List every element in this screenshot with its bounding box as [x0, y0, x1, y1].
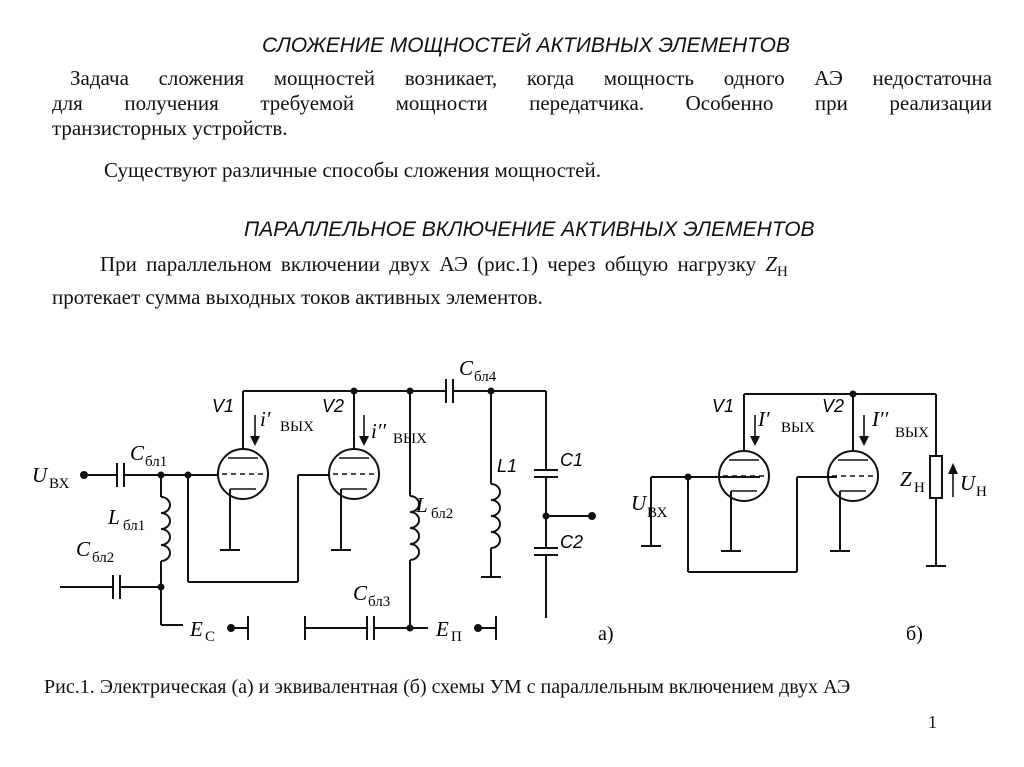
subsection-heading: ПАРАЛЛЕЛЬНОЕ ВКЛЮЧЕНИЕ АКТИВНЫХ ЭЛЕМЕНТО…: [244, 218, 815, 241]
l1-inductor: [490, 483, 501, 549]
svg-text:П: П: [451, 629, 462, 645]
svg-text:C: C: [459, 356, 474, 380]
svg-text:i′′: i′′: [371, 419, 386, 443]
svg-text:i′: i′: [260, 407, 271, 431]
svg-text:I′: I′: [757, 407, 770, 431]
diagram-b-label: б): [906, 623, 923, 645]
tube-v2: [328, 391, 380, 551]
svg-text:C2: C2: [560, 532, 583, 552]
svg-text:бл2: бл2: [92, 550, 114, 566]
section-heading: СЛОЖЕНИЕ МОЩНОСТЕЙ АКТИВНЫХ ЭЛЕМЕНТОВ: [262, 34, 790, 57]
zh-load-resistor: [929, 455, 943, 499]
svg-text:L: L: [107, 505, 120, 529]
svg-text:V1: V1: [712, 396, 734, 416]
intro-line-3: транзисторных устройств.: [52, 116, 288, 140]
lbl1-inductor: [160, 496, 171, 562]
svg-text:ВЫХ: ВЫХ: [895, 425, 929, 441]
svg-text:ВЫХ: ВЫХ: [781, 420, 815, 436]
page-number: 1: [928, 712, 937, 732]
zh-symbol: Z: [765, 252, 778, 276]
parallel-paragraph: При параллельном включении двух АЭ (рис.…: [52, 252, 992, 310]
svg-text:C: C: [205, 629, 215, 645]
tube-v1-b: [718, 394, 770, 552]
svg-text:ВЫХ: ВЫХ: [393, 431, 427, 447]
v1-label: V1: [212, 396, 234, 416]
parallel-line-1: При параллельном включении двух АЭ (рис.…: [100, 252, 788, 281]
circuit-b: V1 V2 I′ ВЫХ I′′ ВЫХ U ВХ Z Н U Н б): [631, 390, 987, 645]
intro-line-2: для получения требуемой мощности передат…: [52, 91, 992, 115]
svg-text:бл4: бл4: [474, 369, 497, 385]
svg-text:I′′: I′′: [871, 407, 889, 431]
svg-text:V2: V2: [822, 396, 844, 416]
diagram-a-label: а): [598, 623, 614, 645]
svg-text:L1: L1: [497, 456, 517, 476]
svg-text:ВХ: ВХ: [647, 505, 668, 521]
svg-text:E: E: [435, 617, 449, 641]
intro-paragraph: Задача сложения мощностей возникает, ког…: [52, 66, 992, 141]
svg-text:E: E: [189, 617, 203, 641]
svg-text:U: U: [631, 491, 648, 515]
svg-text:Z: Z: [900, 467, 912, 491]
svg-text:C: C: [76, 537, 91, 561]
svg-text:бл1: бл1: [123, 518, 145, 534]
svg-text:U: U: [960, 471, 977, 495]
svg-text:L: L: [415, 493, 428, 517]
svg-text:Н: Н: [976, 484, 987, 500]
svg-text:бл2: бл2: [431, 506, 453, 522]
parallel-line-2: протекает сумма выходных токов активных …: [52, 285, 543, 310]
lbl2-inductor: [409, 495, 420, 561]
svg-text:ВЫХ: ВЫХ: [280, 419, 314, 435]
svg-text:бл3: бл3: [368, 594, 390, 610]
svg-text:Н: Н: [914, 480, 925, 496]
svg-text:C: C: [353, 581, 368, 605]
v2-label: V2: [322, 396, 344, 416]
svg-text:C1: C1: [560, 450, 583, 470]
svg-text:ВХ: ВХ: [49, 476, 70, 492]
svg-text:U: U: [32, 463, 49, 487]
methods-paragraph: Существуют различные способы сложения мо…: [104, 158, 602, 182]
intro-line-1: Задача сложения мощностей возникает, ког…: [70, 66, 992, 90]
svg-text:C: C: [130, 441, 145, 465]
figure-caption: Рис.1. Электрическая (а) и эквивалентная…: [44, 676, 851, 698]
svg-text:бл1: бл1: [145, 454, 167, 470]
tube-v1: [217, 391, 269, 551]
circuit-a: V1 V2 i′ ВЫХ i′′ ВЫХ U ВХ C бл1 L бл1 C …: [32, 356, 614, 645]
tube-v2-b: [827, 394, 879, 552]
